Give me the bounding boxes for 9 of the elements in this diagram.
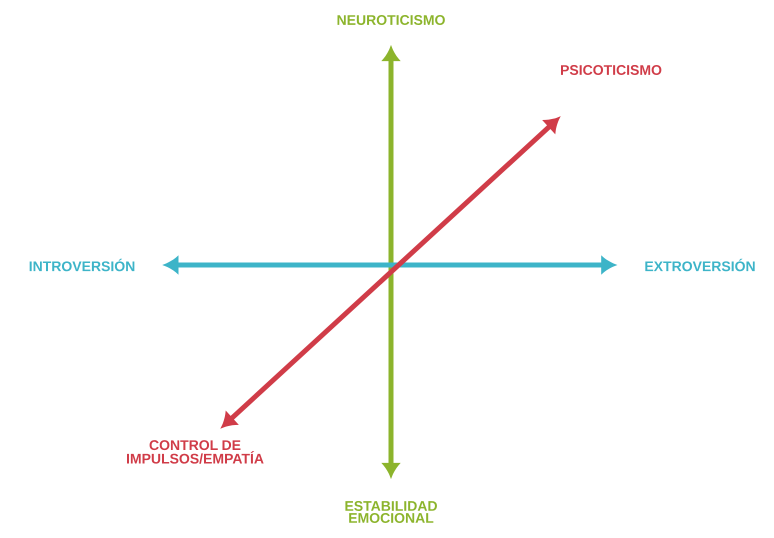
axis-label: INTROVERSIÓN [30, 258, 134, 272]
axis-label: PSICOTICISMO [561, 65, 662, 75]
axis-arrow [165, 257, 615, 273]
axis-arrow [222, 118, 560, 428]
axis-label: CONTROL DE IMPULSOS/EMPATÍA [126, 440, 264, 464]
axis-label: ESTABILIDAD EMOCIONAL [345, 501, 437, 523]
axis-label: NEUROTICISMO [338, 15, 445, 25]
axis-arrow [383, 48, 399, 476]
axis-label: EXTROVERSIÓN [645, 258, 755, 272]
